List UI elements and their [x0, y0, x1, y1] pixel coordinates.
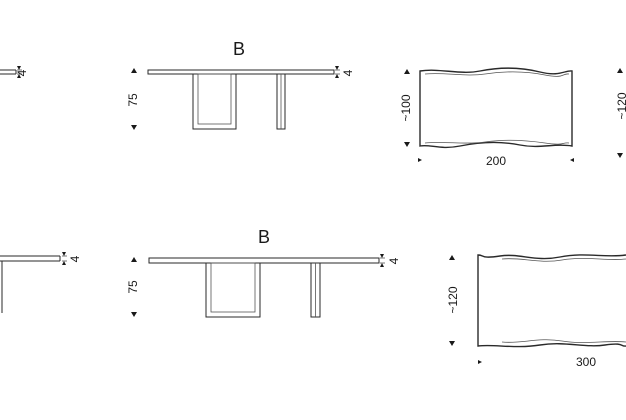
bottom-row-plan-view: ~120 300	[446, 254, 626, 369]
top-left-thickness-label: 4	[15, 69, 29, 76]
bottom-row-side-view: B 75 4	[126, 227, 401, 318]
top-height-label: 75	[126, 93, 140, 107]
top-plan-length-label: 200	[486, 154, 506, 168]
top-right-width-label: ~120	[615, 92, 626, 119]
bottom-plan-width-label: ~120	[446, 286, 460, 313]
bottom-row-left-partial-view: 4	[0, 252, 82, 313]
bottom-height-label: 75	[126, 280, 140, 294]
bottom-side-thickness-label: 4	[387, 257, 401, 264]
top-row-right-partial-view: ~120	[615, 68, 626, 158]
top-view-label: B	[233, 39, 245, 59]
bottom-plan-length-label: 300	[576, 355, 596, 369]
top-row-plan-view: ~100 200	[399, 67, 574, 168]
top-row-side-view: B 75 4	[126, 39, 355, 130]
bottom-view-label: B	[258, 227, 270, 247]
top-plan-width-label: ~100	[399, 94, 413, 121]
bottom-left-thickness-label: 4	[68, 255, 82, 262]
top-side-thickness-label: 4	[341, 69, 355, 76]
top-row-left-partial-view: 4	[0, 66, 29, 78]
